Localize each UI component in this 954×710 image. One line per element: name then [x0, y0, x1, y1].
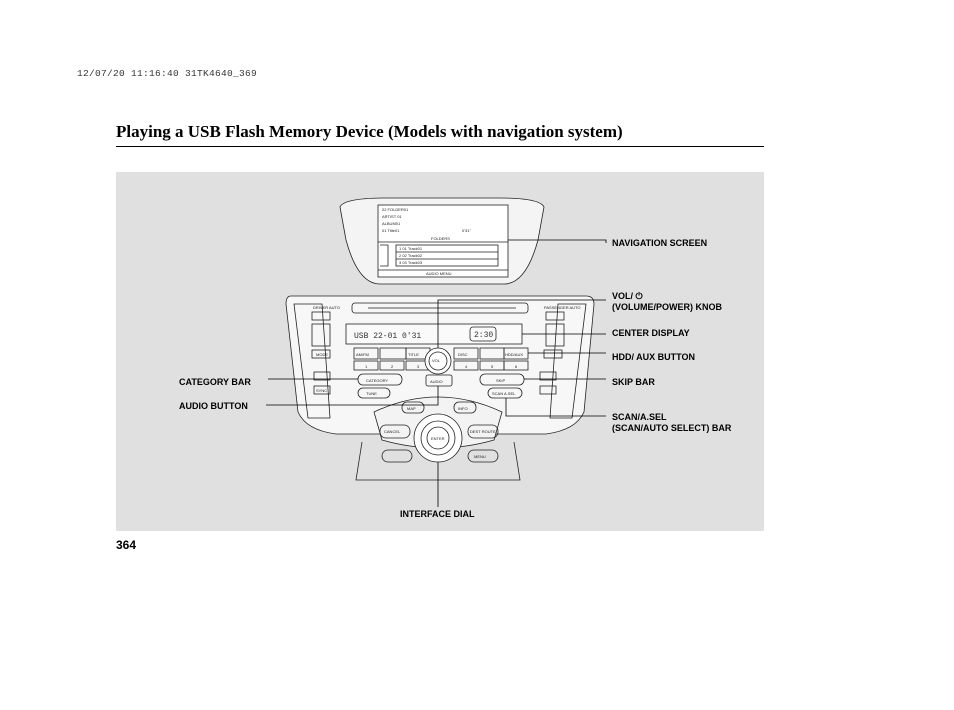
preset-5: 5	[491, 364, 494, 369]
preset-2: 2	[391, 364, 394, 369]
category-bar	[357, 373, 403, 386]
leader-vol-knob	[437, 299, 606, 348]
tune-label: TUNE	[366, 391, 377, 396]
callout-category-bar: CATEGORY BAR	[179, 377, 251, 387]
center-display-time: 2:30	[474, 331, 493, 340]
screen-time: 0'31"	[462, 228, 471, 233]
mode-label: MODE	[316, 352, 328, 357]
callout-scan-line2: (SCAN/AUTO SELECT) BAR	[612, 423, 732, 433]
screen-row-2: ARTIST 01	[382, 214, 402, 219]
sync-label: SYNC	[316, 388, 327, 393]
audio-button-shape	[425, 374, 453, 387]
map-label: MAP	[407, 406, 416, 411]
skip-bar	[479, 373, 525, 386]
driver-auto-label: DRIVER AUTO	[313, 305, 340, 310]
preset-4: 4	[465, 364, 468, 369]
callout-vol-knob: VOL/ ⏻ (VOLUME/POWER) KNOB	[612, 291, 722, 313]
screen-track-3: 3 03 Track03	[399, 260, 423, 265]
enter-label: ENTER	[431, 436, 445, 441]
callout-interface-dial: INTERFACE DIAL	[400, 509, 475, 519]
btn-amfm: AM/FM	[356, 352, 369, 357]
callout-skip-bar: SKIP BAR	[612, 377, 655, 387]
btn-hdd-aux: HDD/AUX	[505, 352, 523, 357]
info-label: INFO	[458, 406, 468, 411]
callout-audio-button: AUDIO BUTTON	[179, 401, 248, 411]
audio-label: AUDIO	[430, 379, 443, 384]
callout-scan-bar: SCAN/A.SEL (SCAN/AUTO SELECT) BAR	[612, 412, 731, 434]
callout-navigation-screen: NAVIGATION SCREEN	[612, 238, 708, 248]
leader-audio-button	[266, 386, 439, 406]
passenger-auto-label: PASSENGER AUTO	[544, 305, 581, 310]
callout-vol-line2: (VOLUME/POWER) KNOB	[612, 302, 722, 312]
leader-navigation-screen	[508, 239, 607, 243]
screen-row-1: 22 FOLDER01	[382, 207, 409, 212]
leader-scan-bar	[505, 398, 606, 417]
title-rule	[116, 146, 764, 147]
dest-route-label: DEST ROUTE	[470, 429, 496, 434]
screen-audio-menu: AUDIO MENU	[426, 271, 452, 276]
skip-label: SKIP	[496, 378, 505, 383]
screen-track-2: 2 02 Track02	[399, 253, 423, 258]
preset-6: 6	[515, 364, 518, 369]
preset-3: 3	[417, 364, 420, 369]
page-number: 364	[116, 538, 137, 552]
scan-label: SCAN A.SEL	[492, 391, 516, 396]
btn-title: TITLE	[408, 352, 419, 357]
callout-hdd-aux: HDD/ AUX BUTTON	[612, 352, 695, 362]
scan-bar	[487, 387, 523, 399]
console-illustration: 22 FOLDER01 ARTIST 01 ALBUM01 01 Title01…	[266, 197, 607, 507]
screen-row-4: 01 Title01	[382, 228, 400, 233]
callout-scan-line1: SCAN/A.SEL	[612, 412, 667, 422]
cancel-label: CANCEL	[384, 429, 401, 434]
page-title: Playing a USB Flash Memory Device (Model…	[116, 122, 623, 141]
screen-row-3: ALBUM01	[382, 221, 401, 226]
console-figure: 22 FOLDER01 ARTIST 01 ALBUM01 01 Title01…	[116, 172, 764, 531]
btn-disc: DISC	[458, 352, 468, 357]
callout-vol-line1: VOL/	[612, 291, 634, 301]
screen-folders-label: FOLDERS	[431, 236, 450, 241]
header-stamp: 12/07/20 11:16:40 31TK4640_369	[77, 68, 258, 79]
power-icon: ⏻	[635, 291, 643, 301]
vol-label: VOL	[432, 358, 441, 363]
menu-label: MENU	[474, 454, 486, 459]
preset-1: 1	[365, 364, 368, 369]
category-label: CATEGORY	[366, 378, 388, 383]
screen-track-1: 1 01 Track01	[399, 246, 423, 251]
callout-center-display: CENTER DISPLAY	[612, 328, 690, 338]
center-display-text: USB 22-01 0'31	[354, 332, 421, 341]
